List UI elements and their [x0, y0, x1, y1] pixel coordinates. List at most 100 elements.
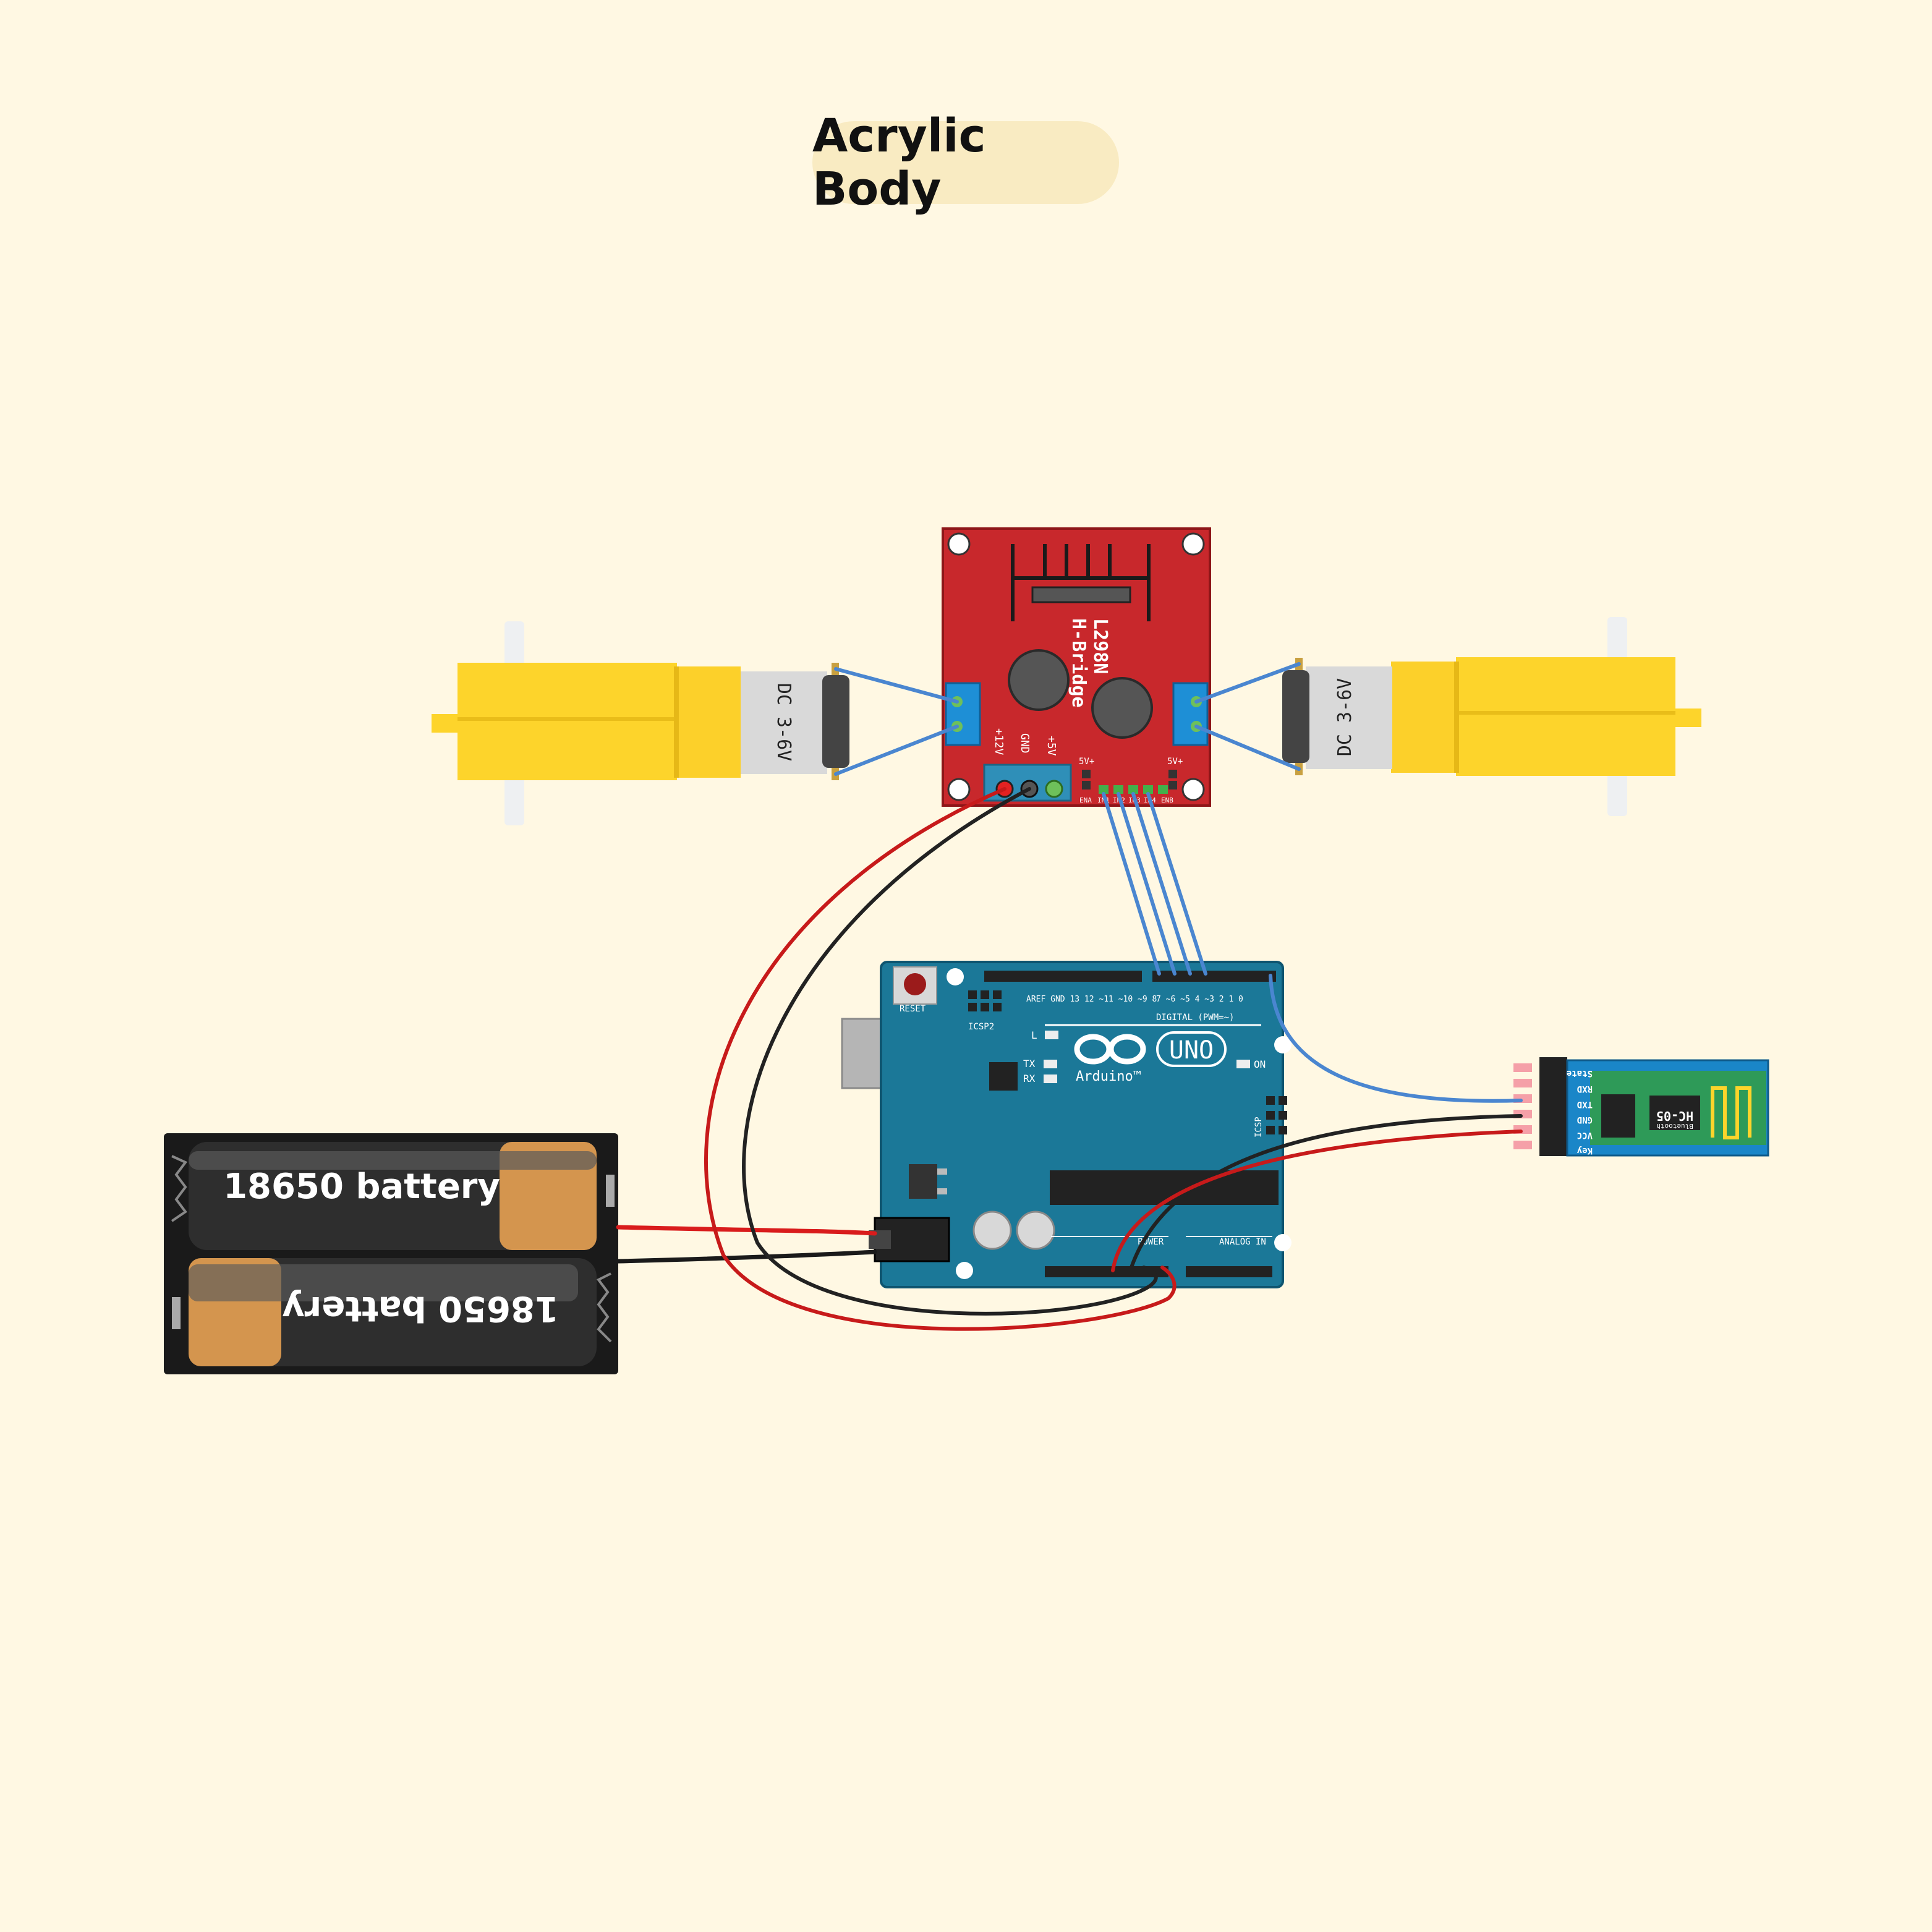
- hc05-pin-vcc: VCC: [1577, 1130, 1593, 1140]
- wire-bt-vcc: [1111, 1130, 1523, 1272]
- wires: [616, 662, 1523, 1331]
- dc-motor-right: DC 3-6V: [1282, 617, 1701, 816]
- icsp2-header: [968, 990, 1002, 1011]
- hc05-header: [1539, 1057, 1567, 1156]
- hc05-pin-key: Key: [1577, 1146, 1593, 1155]
- capacitor: [1008, 649, 1070, 711]
- wire-battery-negative: [616, 1249, 877, 1264]
- capacitor: [972, 1211, 1012, 1250]
- motor-right-label: DC 3-6V: [1334, 678, 1356, 756]
- regulator: [909, 1164, 937, 1199]
- analog-header: [1186, 1266, 1272, 1277]
- terminal-5v: [1045, 780, 1063, 798]
- pin-label-5v: +5V: [1045, 736, 1058, 756]
- svg-text:7 ~6 ~5 4 ~3 2 1 0: 7 ~6 ~5 4 ~3 2 1 0: [1156, 995, 1243, 1004]
- digital-header-left: [984, 971, 1142, 982]
- wire-bt-data: [1269, 974, 1523, 1103]
- led-rx-label: RX: [1023, 1073, 1036, 1084]
- hc05-sub: Bluetooth: [1656, 1122, 1693, 1130]
- hc05-pin-rxd: RXD: [1577, 1084, 1593, 1094]
- motor-can: [1306, 666, 1392, 769]
- battery-holder: 18650 battery 18650 battery: [164, 1133, 618, 1374]
- wire-motor-right-b: [1194, 725, 1301, 771]
- mount-hole: [947, 968, 964, 985]
- wire-in3: [1131, 792, 1192, 976]
- capacitor: [1091, 677, 1153, 739]
- motor-endcap: [1282, 670, 1309, 763]
- atmega-chip: [1050, 1170, 1279, 1205]
- mount-hole: [947, 532, 971, 556]
- arduino-board: [880, 961, 1284, 1288]
- mount-hole: [1181, 532, 1205, 556]
- mount-hole: [956, 1262, 973, 1279]
- icsp2-label: ICSP2: [968, 1022, 994, 1032]
- battery-bottom-label: 18650 battery: [282, 1288, 559, 1329]
- uno-label: UNO: [1169, 1036, 1214, 1065]
- l298-chip: [1031, 586, 1131, 603]
- motor-endcap: [822, 675, 849, 768]
- control-header: [1099, 785, 1168, 794]
- top-pin-labels: AREF GND 13 12 ~11 ~10 ~9 8: [1026, 995, 1157, 1004]
- power-header: [1045, 1266, 1168, 1277]
- wire-in1: [1102, 792, 1161, 976]
- hc05-bluetooth-module: HC-05 Bluetooth State RXD TXD GND VCC Ke…: [1513, 1057, 1769, 1157]
- hc05-pin-state: State: [1567, 1068, 1593, 1078]
- hc05-pin: [1513, 1141, 1532, 1149]
- pcb-antenna: [1711, 1086, 1751, 1139]
- hbridge-subtitle-label: H-Bridge: [1068, 618, 1089, 708]
- motor-left-label: DC 3-6V: [773, 683, 794, 761]
- pin-label-5v-right: 5V+: [1167, 757, 1183, 767]
- motor-can: [741, 671, 827, 774]
- battery-top-label: 18650 battery: [223, 1167, 500, 1207]
- arduino-uno: RESET ICSP2 AREF GND 13 12 ~11 ~10 ~9 8 …: [841, 961, 1292, 1288]
- motor-axle-tip: [1674, 709, 1701, 727]
- wire-motor-left-b: [834, 725, 959, 776]
- l298n-h-bridge: L298N H-Bridge +12V GND +5V 5V+ 5V+: [942, 527, 1211, 807]
- wire-bt-gnd: [1130, 1114, 1523, 1269]
- mount-hole: [1274, 1234, 1292, 1251]
- heatsink: [1011, 544, 1151, 621]
- mount-hole: [947, 778, 971, 801]
- mount-hole: [1274, 1036, 1292, 1053]
- pin-label-ena: ENA: [1079, 796, 1092, 804]
- wire-motor-left-a: [834, 667, 959, 704]
- hc05-name: HC-05: [1656, 1109, 1693, 1123]
- capacitor: [1016, 1211, 1055, 1250]
- motor-gearbox: [457, 663, 677, 780]
- hbridge-model-label: L298N: [1089, 618, 1111, 674]
- led-l-label: L: [1031, 1029, 1037, 1041]
- pin-label-gnd: GND: [1018, 733, 1031, 754]
- pin-label-enb: ENB: [1161, 796, 1173, 804]
- hbridge-board: [942, 527, 1211, 807]
- hc05-pin-txd: TXD: [1577, 1099, 1593, 1109]
- led-tx-label: TX: [1023, 1058, 1036, 1070]
- pin-label-12v: +12V: [992, 728, 1005, 755]
- icsp-label: ICSP: [1254, 1117, 1264, 1138]
- on-label: ON: [1254, 1058, 1266, 1070]
- motor-gearbox: [1456, 657, 1675, 776]
- mount-hole: [1181, 778, 1205, 801]
- arduino-brand: Arduino™: [1076, 1069, 1141, 1084]
- hc05-pin: [1513, 1079, 1532, 1087]
- wire-hbridge-gnd: [742, 787, 1158, 1316]
- wire-motor-right-a: [1194, 662, 1301, 704]
- analog-label: ANALOG IN: [1219, 1237, 1266, 1247]
- battery-spring: [596, 1272, 612, 1343]
- pin-label-5v-left: 5V+: [1079, 757, 1094, 767]
- dc-motor-left: DC 3-6V: [432, 621, 849, 825]
- hc05-pin-gnd: GND: [1577, 1115, 1593, 1125]
- wire-in2: [1117, 792, 1177, 976]
- motor-a-terminal: [945, 682, 981, 746]
- motor-axle-tip: [432, 714, 459, 733]
- uno-badge: [1156, 1031, 1227, 1067]
- wire-hbridge-12v: [704, 787, 1177, 1331]
- wire-battery-positive: [616, 1225, 877, 1236]
- motor-b-terminal: [1172, 682, 1209, 746]
- digital-header-right: [1152, 971, 1276, 982]
- battery-spring: [171, 1155, 188, 1222]
- reset-label: RESET: [900, 1004, 926, 1014]
- wire-in4: [1146, 792, 1207, 976]
- arduino-logo: [1074, 1034, 1146, 1065]
